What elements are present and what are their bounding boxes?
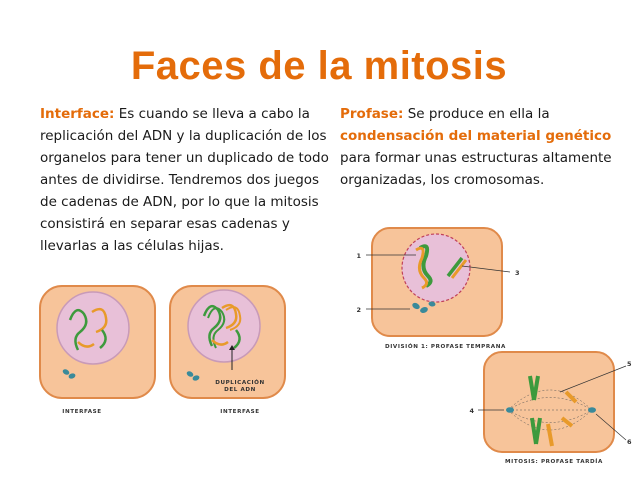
duplicacion-caption-1: DUPLICACIÓN: [215, 379, 265, 386]
slide-title: Faces de la mitosis: [130, 44, 508, 88]
profase-body-2: para formar unas estructuras altamente o…: [340, 150, 612, 188]
label-4: 4: [469, 407, 474, 415]
label-5: 5: [627, 360, 632, 368]
profase-body-1: Se produce en ella la: [403, 106, 550, 122]
label-2: 2: [356, 306, 361, 314]
profase-highlight: condensación del material genético: [340, 128, 612, 144]
profase-tardia-illustration: 4 5 6 MITOSIS: PROFASE TARDÍA: [469, 351, 632, 465]
interfase-caption-2: INTERFASE: [220, 409, 259, 415]
profase-temprana-illustration: 1 2 3 DIVISIÓN 1: PROFASE TEMPRANA: [356, 227, 520, 350]
interfase-description: Interface: Es cuando se lleva a cabo la …: [40, 103, 330, 257]
profase-description: Profase: Se produce en ella la condensac…: [340, 103, 630, 191]
interfase-caption: INTERFASE: [62, 409, 101, 415]
label-3: 3: [515, 269, 520, 277]
interfase-body: Es cuando se lleva a cabo la replicación…: [40, 106, 329, 254]
label-6: 6: [627, 438, 632, 446]
profase-temprana-caption: DIVISIÓN 1: PROFASE TEMPRANA: [385, 343, 506, 350]
profase-tardia-caption: MITOSIS: PROFASE TARDÍA: [505, 457, 603, 465]
interfase-duplication-illustration: DUPLICACIÓN DEL ADN INTERFASE: [169, 285, 286, 415]
interfase-term: Interface:: [40, 106, 115, 122]
interfase-cell-illustration: INTERFASE: [39, 285, 156, 415]
label-1: 1: [356, 252, 361, 260]
profase-term: Profase:: [340, 106, 404, 122]
duplicacion-caption-2: DEL ADN: [224, 387, 256, 393]
